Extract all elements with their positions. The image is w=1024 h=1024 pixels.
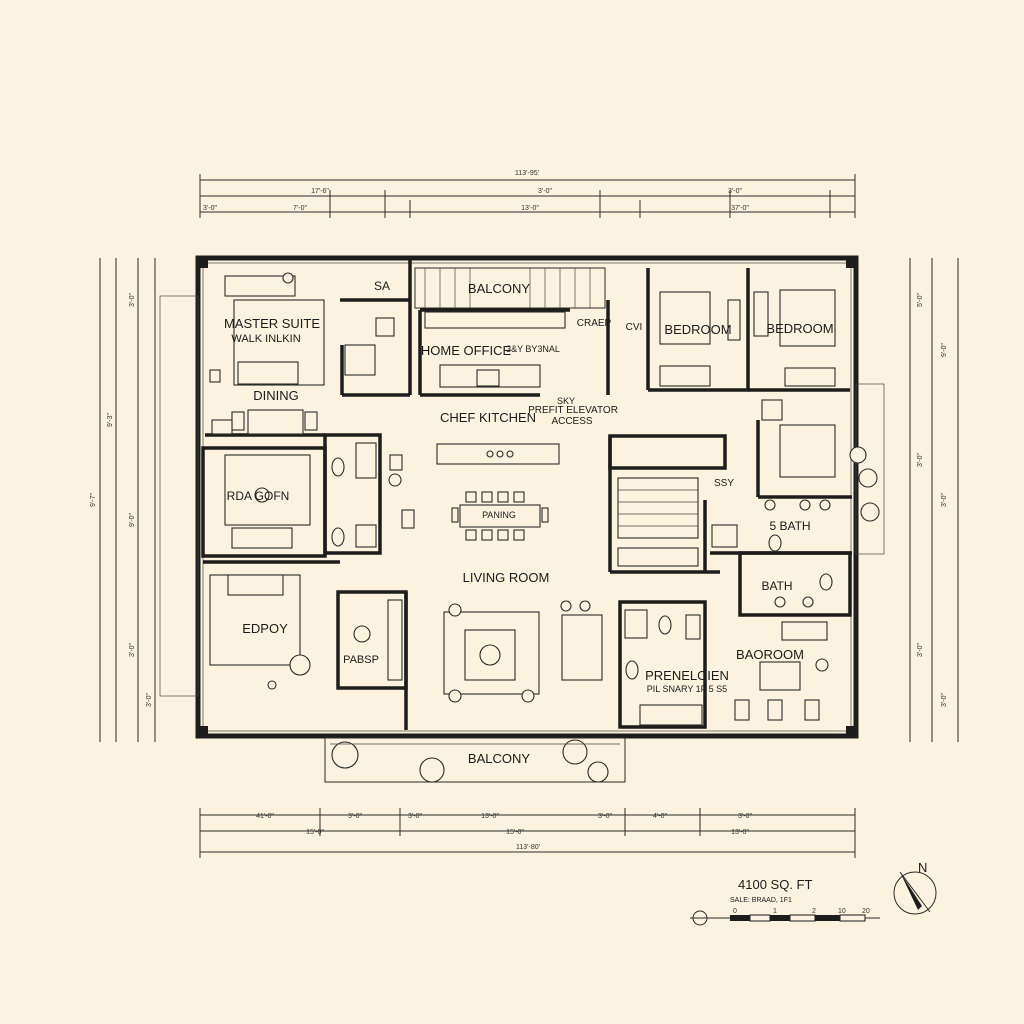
label-bedroom-1: BEDROOM bbox=[664, 322, 731, 337]
top-dimension: 17'-6" bbox=[311, 188, 329, 195]
left-dimension-lines: 9'-7" 9'-3" 3'-0" 9'-0" 3'-0" 3'-0" bbox=[90, 258, 156, 742]
bottom-dimension: 15'-0" bbox=[506, 829, 524, 836]
label-access: ACCESS bbox=[551, 416, 592, 427]
bottom-dimension: 3'-0" bbox=[348, 813, 362, 820]
top-total-dimension: 113'-95' bbox=[515, 170, 539, 177]
right-dimension: 3'-0" bbox=[917, 643, 924, 657]
right-dimension: 3'-0" bbox=[917, 453, 924, 467]
left-dimension: 9'-7" bbox=[90, 493, 97, 507]
scale-tick: 1 bbox=[773, 908, 777, 915]
scale-tick: 0 bbox=[733, 908, 737, 915]
scale-tick: 10 bbox=[838, 908, 846, 915]
label-preneloien: PRENELOIEN bbox=[645, 668, 729, 683]
label-baoroom: BAOROOM bbox=[736, 647, 804, 662]
label-ssy: SSY bbox=[714, 478, 734, 489]
top-dimension: 3'-0" bbox=[728, 188, 742, 195]
label-dining: DINING bbox=[253, 388, 299, 403]
right-dimension-lines: 5'-0" 3'-0" 3'-0" 9'-0" 3'-0" 3'-0" bbox=[909, 258, 959, 742]
bottom-dimension: 15'-0" bbox=[306, 829, 324, 836]
right-dimension: 9'-0" bbox=[941, 343, 948, 357]
left-dimension: 9'-0" bbox=[129, 513, 136, 527]
top-dimension-lines: 113'-95' 17'-6" 3'-0" 3'-0" 3'-0" 7'-0" … bbox=[199, 170, 856, 218]
right-dimension: 3'-0" bbox=[941, 493, 948, 507]
bottom-dimension: 13'-0" bbox=[731, 829, 749, 836]
label-edpoy: EDPOY bbox=[242, 621, 288, 636]
top-dimension: 37'-0" bbox=[731, 205, 749, 212]
label-cvi: CVI bbox=[626, 322, 643, 333]
bottom-dimension: 4'-0" bbox=[653, 813, 667, 820]
north-arrow-icon: N bbox=[893, 860, 937, 915]
top-dimension: 3'-0" bbox=[538, 188, 552, 195]
scale-label: SALE: BRAAD, 1F1 bbox=[730, 897, 792, 904]
room-labels: BALCONY SA MASTER SUITE WALK INLKIN DINI… bbox=[224, 279, 834, 766]
bottom-dimension: 41'-0" bbox=[256, 813, 274, 820]
label-rda-gofn: RDA GOFN bbox=[227, 489, 290, 503]
label-bedroom-2: BEDROOM bbox=[766, 321, 833, 336]
label-sky: SKY bbox=[557, 396, 575, 406]
furniture bbox=[209, 272, 880, 783]
label-balcony-bottom: BALCONY bbox=[468, 751, 530, 766]
label-balcony-top: BALCONY bbox=[468, 281, 530, 296]
title-block: 4100 SQ. FT SALE: BRAAD, 1F1 0 1 2 10 20 bbox=[690, 877, 880, 926]
left-dimension: 3'-0" bbox=[146, 693, 153, 707]
label-prefit-elevator: PREFIT ELEVATOR bbox=[528, 405, 618, 416]
label-bath: BATH bbox=[761, 579, 792, 593]
bottom-dimension-lines: 41'-0" 3'-0" 3'-0" 13'-0" 3'-0" 4'-0" 3'… bbox=[199, 808, 856, 858]
label-preneloien-note: PIL SNARY 1F 5 S5 bbox=[647, 684, 727, 694]
label-pabsp: PABSP bbox=[343, 654, 379, 666]
label-craep: CRAEP bbox=[577, 318, 612, 329]
right-dimension: 3'-0" bbox=[941, 693, 948, 707]
bottom-dimension: 3'-0" bbox=[598, 813, 612, 820]
left-dimension: 3'-0" bbox=[129, 293, 136, 307]
label-sa: SA bbox=[374, 279, 390, 293]
top-dimension: 3'-0" bbox=[203, 205, 217, 212]
bottom-balcony bbox=[324, 737, 626, 783]
north-label: N bbox=[918, 860, 927, 875]
label-master-suite: MASTER SUITE bbox=[224, 316, 320, 331]
label-living-room: LIVING ROOM bbox=[463, 570, 550, 585]
right-dimension: 5'-0" bbox=[917, 293, 924, 307]
top-balcony bbox=[414, 267, 606, 309]
bottom-dimension: 3'-0" bbox=[738, 813, 752, 820]
area-label: 4100 SQ. FT bbox=[738, 877, 812, 892]
label-walk-in: WALK INLKIN bbox=[231, 333, 300, 345]
left-dimension: 3'-0" bbox=[129, 643, 136, 657]
scale-tick: 2 bbox=[812, 908, 816, 915]
top-dimension: 7'-0" bbox=[293, 205, 307, 212]
label-5-bath: 5 BATH bbox=[769, 519, 810, 533]
left-dimension: 9'-3" bbox=[107, 413, 114, 427]
interior-walls bbox=[201, 258, 852, 730]
bottom-dimension: 3'-0" bbox=[408, 813, 422, 820]
label-chef-kitchen: CHEF KITCHEN bbox=[440, 410, 536, 425]
label-paning: PANING bbox=[482, 510, 516, 520]
bottom-total-dimension: 113'-80' bbox=[516, 844, 540, 851]
label-home-office: HOME OFFICE bbox=[421, 343, 512, 358]
bottom-dimension: 13'-0" bbox=[481, 813, 499, 820]
top-dimension: 13'-0" bbox=[521, 205, 539, 212]
scale-tick: 20 bbox=[862, 908, 870, 915]
label-office-note: 3&Y BY3NAL bbox=[506, 344, 560, 354]
